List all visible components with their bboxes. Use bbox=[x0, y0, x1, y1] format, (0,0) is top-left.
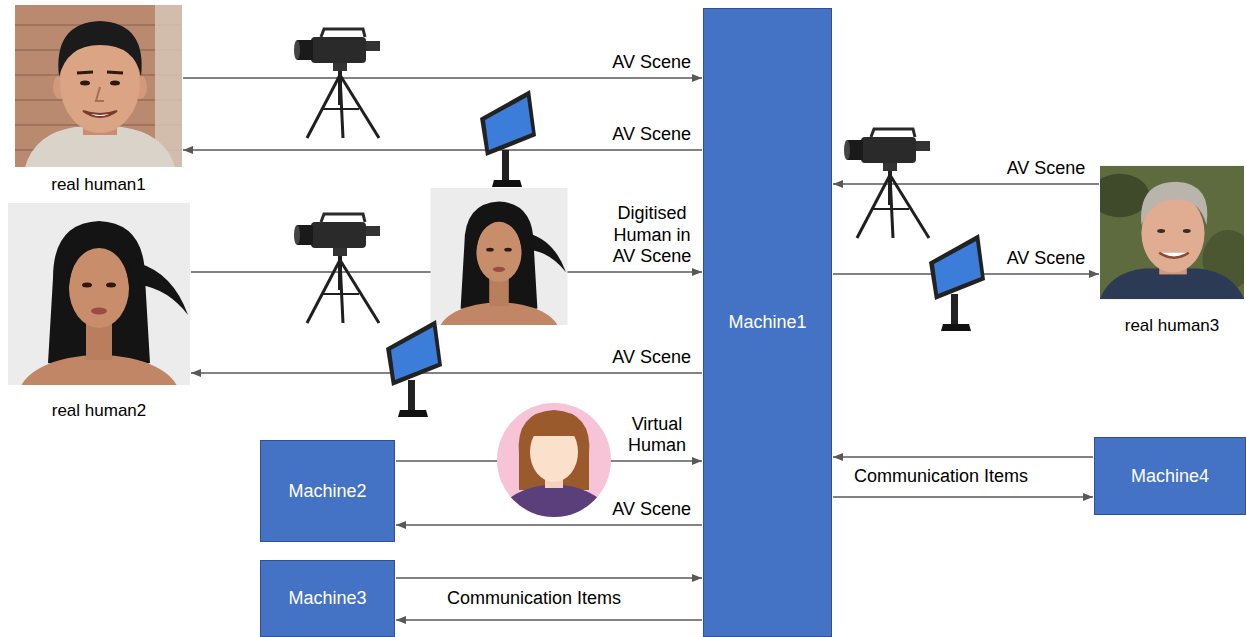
camera-icon bbox=[294, 214, 380, 323]
edge-label: Virtual Human bbox=[614, 414, 700, 457]
monitor-icon bbox=[929, 234, 985, 331]
edge-label: AV Scene bbox=[1005, 248, 1088, 270]
person-photo bbox=[8, 203, 190, 435]
edge-label: Digitised Human in AV Scene bbox=[602, 203, 702, 268]
virtual-human-avatar bbox=[497, 403, 611, 520]
node-label: real human3 bbox=[1125, 316, 1220, 336]
machine-box: Machine3 bbox=[260, 560, 395, 637]
node-label: Machine4 bbox=[1131, 466, 1209, 487]
node-label: Machine2 bbox=[288, 481, 366, 502]
edge-label: AV Scene bbox=[610, 347, 693, 369]
illustration-part bbox=[497, 410, 611, 520]
person-photo bbox=[15, 5, 182, 167]
monitor-icon bbox=[386, 320, 442, 417]
edge-label: AV Scene bbox=[1005, 158, 1088, 180]
connector-arrow bbox=[396, 524, 702, 525]
digitised-human-image bbox=[431, 188, 568, 363]
node-label: Machine3 bbox=[288, 588, 366, 609]
connector-arrow bbox=[183, 77, 702, 78]
machine-box: Machine1 bbox=[703, 8, 832, 637]
connector-arrow bbox=[833, 456, 1093, 457]
edge-label: Communication Items bbox=[445, 588, 623, 610]
connector-arrow bbox=[833, 496, 1093, 497]
illustration-part bbox=[497, 484, 611, 520]
connector-arrow bbox=[183, 149, 702, 150]
person-node: real human2 bbox=[8, 203, 190, 421]
machine-box: Machine4 bbox=[1094, 437, 1246, 515]
machine-box: Machine2 bbox=[260, 440, 395, 542]
person-photo bbox=[1090, 166, 1246, 299]
connector-arrow bbox=[396, 619, 702, 620]
person-node: real human3 bbox=[1100, 165, 1244, 336]
camera-icon bbox=[294, 29, 380, 138]
node-label: real human1 bbox=[51, 175, 146, 195]
monitor-icon bbox=[480, 90, 536, 187]
connector-arrow bbox=[191, 372, 702, 373]
edge-label: AV Scene bbox=[610, 499, 693, 521]
illustration-part bbox=[519, 410, 590, 490]
node-label: real human2 bbox=[52, 401, 147, 421]
camera-icon bbox=[844, 129, 930, 238]
edge-label: AV Scene bbox=[610, 124, 693, 146]
edge-label: Communication Items bbox=[852, 466, 1030, 488]
edge-label: AV Scene bbox=[610, 52, 693, 74]
connector-arrow bbox=[396, 577, 702, 578]
illustration-part bbox=[528, 415, 580, 442]
node-label: Machine1 bbox=[728, 312, 806, 333]
person-node: real human1 bbox=[15, 5, 182, 195]
connector-arrow bbox=[833, 183, 1099, 184]
